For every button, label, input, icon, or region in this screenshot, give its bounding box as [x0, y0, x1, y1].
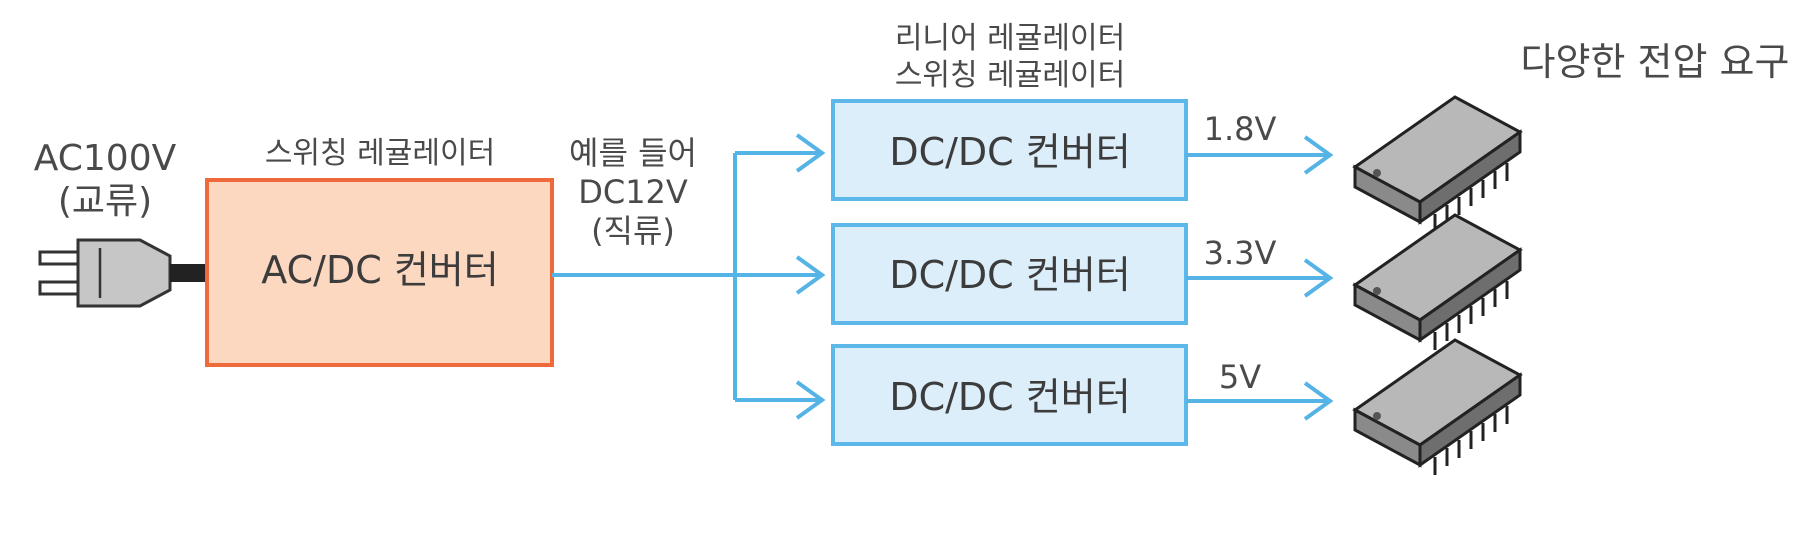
dc-dc-converter-label: DC/DC 컨버터 — [889, 130, 1130, 174]
intermediate-voltage: DC12V — [578, 173, 688, 211]
dc-dc-converter-box — [831, 223, 1188, 325]
output-arrows — [1186, 135, 1334, 421]
output-voltage-label: 1.8V — [1204, 110, 1277, 148]
distribution-lines — [552, 133, 826, 420]
ac-dc-converter-label: AC/DC 컨버터 — [261, 248, 498, 292]
output-voltage-label: 3.3V — [1204, 234, 1277, 272]
ac-dc-converter-box — [205, 178, 554, 367]
loads-caption: 다양한 전압 요구 — [1521, 40, 1790, 84]
dc-dc-converter-label: DC/DC 컨버터 — [889, 253, 1130, 297]
power-plug-icon — [38, 238, 210, 308]
intermediate-line1: 예를 들어 — [569, 134, 697, 172]
ic-chip-icon — [1353, 95, 1522, 234]
dc-dc-converter-box — [831, 344, 1188, 446]
input-voltage-label: AC100V — [34, 138, 177, 179]
dc-dc-caption-linear: 리니어 레귤레이터 — [895, 21, 1125, 56]
dc-dc-converter-box — [831, 99, 1188, 201]
dc-dc-converter-label: DC/DC 컨버터 — [889, 375, 1130, 419]
ac-dc-caption: 스위칭 레귤레이터 — [265, 136, 495, 171]
ic-chip-icon — [1353, 338, 1522, 477]
ic-chip-icon — [1353, 213, 1522, 352]
dc-dc-caption-switching: 스위칭 레귤레이터 — [895, 58, 1125, 93]
intermediate-type: (직류) — [591, 212, 675, 250]
input-type-label: (교류) — [58, 181, 152, 222]
output-voltage-label: 5V — [1219, 358, 1261, 396]
